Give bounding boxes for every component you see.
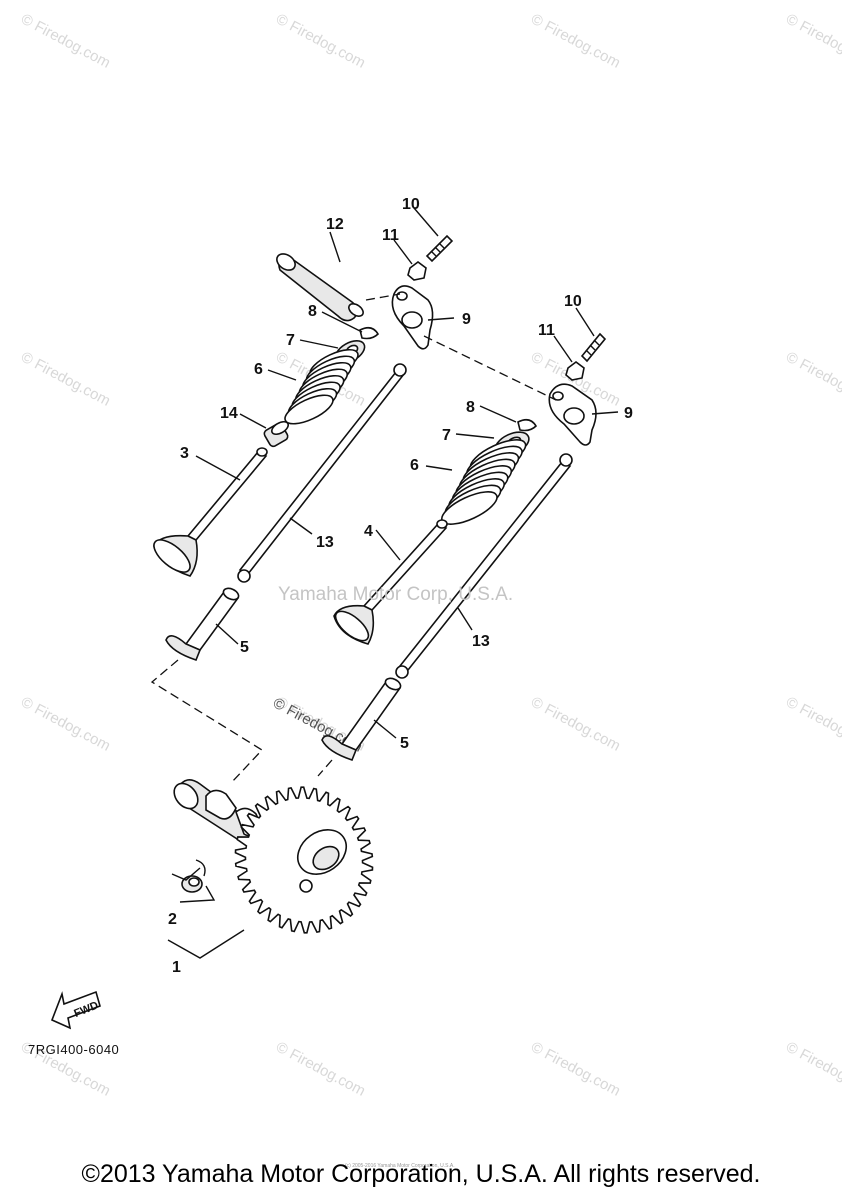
locknut-right <box>565 361 585 381</box>
tappet-right <box>321 677 402 761</box>
callout-3: 3 <box>180 445 189 462</box>
watermark-0-2: © Firedog.com <box>18 694 113 755</box>
push-rod-left <box>237 363 407 583</box>
locknut-left <box>407 261 427 281</box>
copyright-footer: ©2013 Yamaha Motor Corporation, U.S.A. A… <box>81 1160 761 1188</box>
callout-13-left: 13 <box>316 534 334 551</box>
valve-spring-left <box>284 348 359 425</box>
rocker-arm-left <box>391 285 434 350</box>
cam-gear-hub <box>297 829 347 893</box>
push-rod-right <box>395 453 573 679</box>
valve-cotter-left <box>359 326 380 340</box>
watermark-2-0: © Firedog.com <box>528 11 623 72</box>
callout-5-left: 5 <box>240 639 249 656</box>
watermark-1-3: © Firedog.com <box>273 1039 368 1100</box>
watermark-3-2: © Firedog.com <box>783 694 842 755</box>
callout-14: 14 <box>220 405 238 422</box>
watermark-3-1: © Firedog.com <box>783 349 842 410</box>
callout-10-left: 10 <box>402 196 420 213</box>
center-watermark: Yamaha Motor Corp, U.S.A. <box>278 584 514 605</box>
fwd-arrow: FWD <box>50 990 101 1030</box>
callout-11-left: 11 <box>382 227 399 244</box>
valve-left <box>153 447 268 577</box>
callout-11-right: 11 <box>538 322 555 339</box>
callout-9-left: 9 <box>462 311 471 328</box>
watermark-0-0: © Firedog.com <box>18 11 113 72</box>
callout-6-right: 6 <box>410 457 419 474</box>
tappet-left <box>165 587 240 661</box>
callout-7-right: 7 <box>442 427 451 444</box>
callout-1: 1 <box>172 959 181 976</box>
callout-13-right: 13 <box>472 633 490 650</box>
valve-stem-seal <box>263 420 289 448</box>
rocker-shaft <box>276 253 364 322</box>
callout-8-right: 8 <box>466 399 475 416</box>
valve-right <box>333 519 448 645</box>
watermark-2-2: © Firedog.com <box>528 694 623 755</box>
callout-6-left: 6 <box>254 361 263 378</box>
callout-4: 4 <box>364 523 373 540</box>
drawing-code: 7RGI400-6040 <box>28 1042 120 1057</box>
callout-7-left: 7 <box>286 332 295 349</box>
watermark-3-3: © Firedog.com <box>783 1039 842 1100</box>
dowel-pin <box>181 859 206 893</box>
watermark-1-0: © Firedog.com <box>273 11 368 72</box>
watermark-layer: © Firedog.com © Firedog.com © Firedog.com ©… <box>18 11 842 1100</box>
callout-9-right: 9 <box>624 405 633 422</box>
watermark-2-3: © Firedog.com <box>528 1039 623 1100</box>
callout-2: 2 <box>168 911 177 928</box>
rocker-arm-right <box>548 383 597 446</box>
watermark-0-1: © Firedog.com <box>18 349 113 410</box>
callout-12: 12 <box>326 216 344 233</box>
valve-cotter-right <box>517 418 538 432</box>
assembly-lines <box>150 293 557 783</box>
adjusting-screw-left <box>425 234 454 263</box>
watermark-3-0: © Firedog.com <box>783 11 842 72</box>
callout-8-left: 8 <box>308 303 317 320</box>
adjusting-screw-right <box>580 332 607 363</box>
callouts: 12 10 11 8 9 7 6 14 3 13 5 10 11 8 9 7 6… <box>168 196 633 976</box>
leader-lines <box>167 207 619 959</box>
valve-spring-right <box>441 439 527 525</box>
tiny-copyright-note: (c) 2005-2016 Yamaha Motor Corporation, … <box>345 1163 455 1169</box>
callout-10-right: 10 <box>564 293 582 310</box>
callout-5-right: 5 <box>400 735 409 752</box>
